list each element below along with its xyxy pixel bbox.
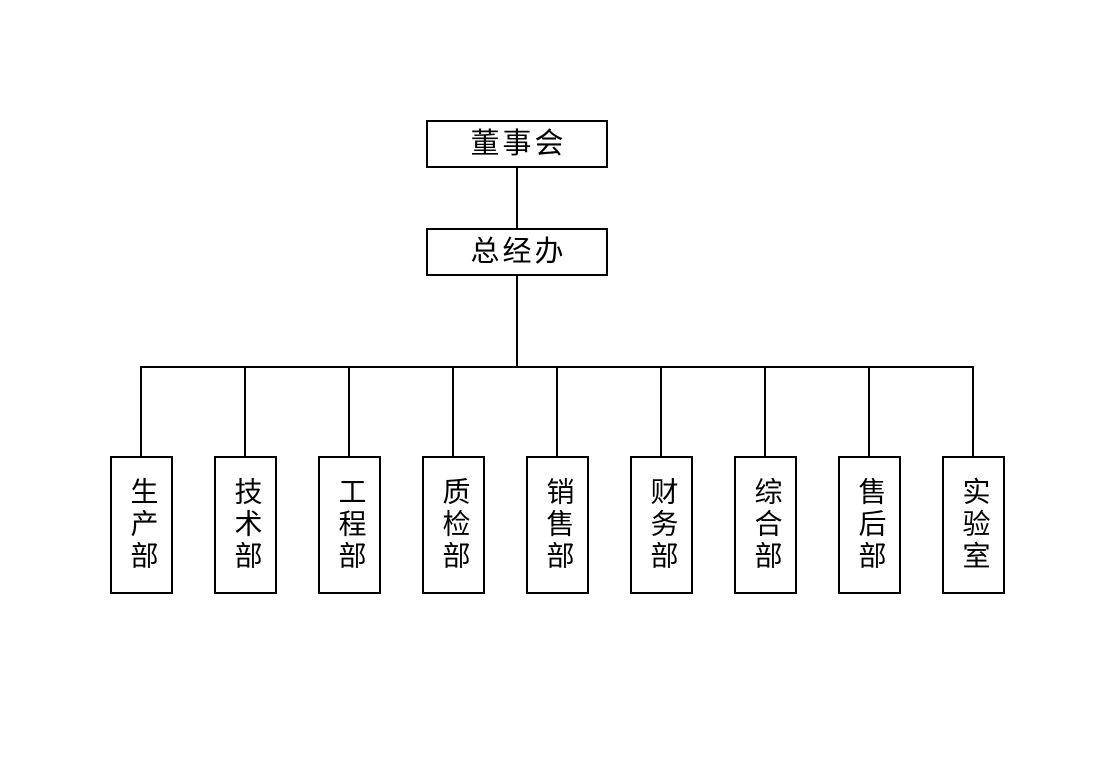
department-label: 工程部 — [334, 477, 366, 573]
department-label: 生产部 — [126, 477, 158, 573]
department-box-production: 生产部 — [110, 456, 173, 594]
department-box-sales: 销售部 — [526, 456, 589, 594]
org-box-board: 董事会 — [426, 120, 608, 168]
connector-drop-5 — [556, 366, 558, 456]
connector-drop-4 — [452, 366, 454, 456]
connector-drop-3 — [348, 366, 350, 456]
department-label: 实验室 — [958, 477, 990, 573]
connector-drop-7 — [764, 366, 766, 456]
org-box-general-office-label: 总经办 — [470, 235, 567, 268]
org-box-board-label: 董事会 — [470, 127, 567, 160]
department-box-laboratory: 实验室 — [942, 456, 1005, 594]
org-box-general-office: 总经办 — [426, 228, 608, 276]
connector-drop-8 — [868, 366, 870, 456]
connector-drop-2 — [244, 366, 246, 456]
department-label: 技术部 — [230, 477, 262, 573]
department-box-technology: 技术部 — [214, 456, 277, 594]
department-label: 质检部 — [438, 477, 470, 573]
connector-office-trunk — [516, 276, 518, 367]
department-box-quality: 质检部 — [422, 456, 485, 594]
department-label: 售后部 — [854, 477, 886, 573]
department-label: 财务部 — [646, 477, 678, 573]
department-label: 销售部 — [542, 477, 574, 573]
department-box-engineering: 工程部 — [318, 456, 381, 594]
department-box-general-affairs: 综合部 — [734, 456, 797, 594]
connector-board-office — [516, 168, 518, 228]
connector-drop-9 — [972, 366, 974, 456]
department-box-aftersales: 售后部 — [838, 456, 901, 594]
department-label: 综合部 — [750, 477, 782, 573]
connector-drop-6 — [660, 366, 662, 456]
department-box-finance: 财务部 — [630, 456, 693, 594]
connector-drop-1 — [140, 366, 142, 456]
